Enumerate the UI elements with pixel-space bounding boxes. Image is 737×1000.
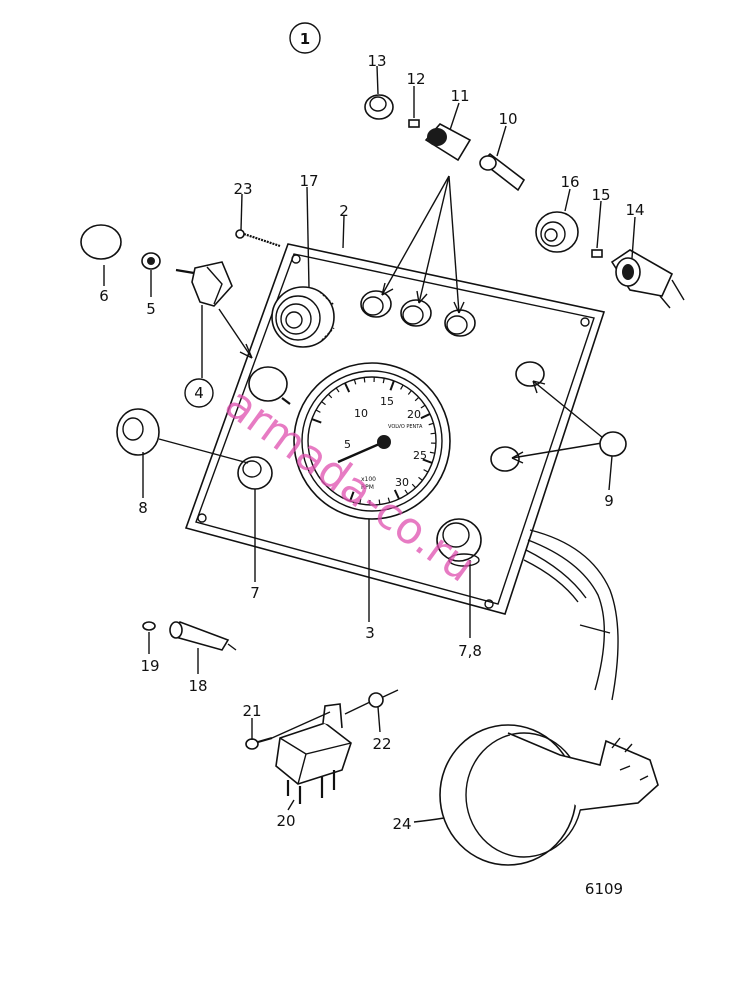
tach-tick [428, 422, 434, 426]
callout-23: 23 [233, 180, 252, 198]
lamp-assembly-top [364, 94, 526, 192]
tach-tick [335, 387, 340, 393]
tachometer-gauge: 5 10 15 20 25 30 VOLVO PENTA x100 RPM [293, 362, 451, 520]
callout-15: 15 [591, 186, 610, 204]
part-8-cap [116, 408, 249, 464]
callout-11: 11 [450, 87, 469, 105]
tach-scale-20: 20 [407, 408, 421, 421]
tach-tick [400, 384, 404, 390]
tach-brand: VOLVO PENTA [388, 424, 423, 430]
cable-harness [523, 529, 619, 701]
callout-5: 5 [146, 300, 156, 318]
tach-tick [387, 497, 391, 503]
tach-hub [377, 435, 391, 449]
lamp-assembly-right [535, 211, 685, 309]
tach-scale-10: 10 [354, 407, 368, 420]
part-19-bulb [142, 621, 156, 631]
callout-3: 3 [365, 624, 375, 642]
tach-tick [420, 404, 426, 409]
callout-7-8: 7,8 [458, 642, 482, 660]
drawing-number: 6109 [585, 880, 623, 898]
tach-tick [414, 396, 420, 402]
tach-multiplier: x100 [361, 476, 376, 483]
callout-10: 10 [498, 110, 517, 128]
tach-tick [404, 489, 409, 495]
part-24-bracket [439, 724, 659, 866]
callout-2: 2 [339, 202, 349, 220]
callout-leader-lines [103, 65, 636, 823]
tach-needle [337, 440, 385, 464]
tach-tick [327, 393, 333, 399]
part-20-relay [275, 703, 352, 804]
tach-tick [423, 469, 429, 473]
part-22-nut [344, 689, 399, 715]
tach-tick [422, 458, 433, 464]
tach-tick [344, 382, 351, 393]
tach-tick [359, 498, 362, 504]
callout-labels: 13 12 11 10 16 15 14 17 2 23 6 5 4 8 7 3… [99, 52, 644, 833]
tach-tick [315, 409, 321, 413]
part-78-knob [436, 518, 482, 567]
tach-tick [311, 418, 322, 424]
callout-21: 21 [242, 702, 261, 720]
part-4-switch [175, 261, 253, 408]
svg-text:1: 1 [300, 30, 310, 48]
tach-tick [321, 401, 326, 406]
part-18-holder [169, 621, 237, 651]
callout-16: 16 [560, 173, 579, 191]
tach-tick [420, 413, 431, 420]
tach-tick [407, 390, 412, 395]
tach-scale-25: 25 [413, 449, 427, 462]
part-5-nut [141, 252, 161, 270]
tach-tick [429, 451, 435, 454]
callout-19: 19 [140, 657, 159, 675]
callout-17: 17 [299, 172, 318, 190]
callout-8: 8 [138, 499, 148, 517]
leader-arrows-lamps [381, 175, 465, 314]
group-marker: 1 [289, 22, 321, 54]
tach-tick [393, 489, 400, 500]
callout-9: 9 [604, 492, 614, 510]
tach-scale-15: 15 [380, 395, 394, 408]
callout-13: 13 [367, 52, 386, 70]
tach-tick [430, 432, 436, 435]
callout-18: 18 [188, 677, 207, 695]
indicator-lamp-holes [360, 290, 476, 337]
tach-tick [389, 380, 395, 391]
leader-arrows-9 [511, 380, 627, 464]
tach-tick [411, 483, 417, 489]
tach-tick [363, 377, 366, 383]
tach-scale-5: 5 [344, 438, 351, 451]
callout-7: 7 [250, 584, 260, 602]
callout-14: 14 [625, 201, 644, 219]
panel-switch-knob [248, 366, 291, 405]
tach-unit: RPM [361, 484, 374, 491]
tachometer-ticks [311, 377, 436, 505]
callout-12: 12 [406, 70, 425, 88]
tach-tick [349, 491, 355, 502]
tach-tick [378, 499, 381, 505]
part-17-knob [271, 286, 335, 348]
callout-24: 24 [392, 815, 411, 833]
callout-4: 4 [194, 384, 204, 402]
tach-scale-30: 30 [395, 476, 409, 489]
panel-holes-right [490, 361, 545, 472]
callout-20: 20 [276, 812, 295, 830]
tach-tick [418, 476, 423, 481]
part-23-screw [235, 229, 281, 248]
part-6-cap [80, 224, 122, 260]
tach-tick [382, 378, 385, 384]
callout-22: 22 [372, 735, 391, 753]
callout-6: 6 [99, 287, 109, 305]
tach-tick [353, 379, 357, 385]
